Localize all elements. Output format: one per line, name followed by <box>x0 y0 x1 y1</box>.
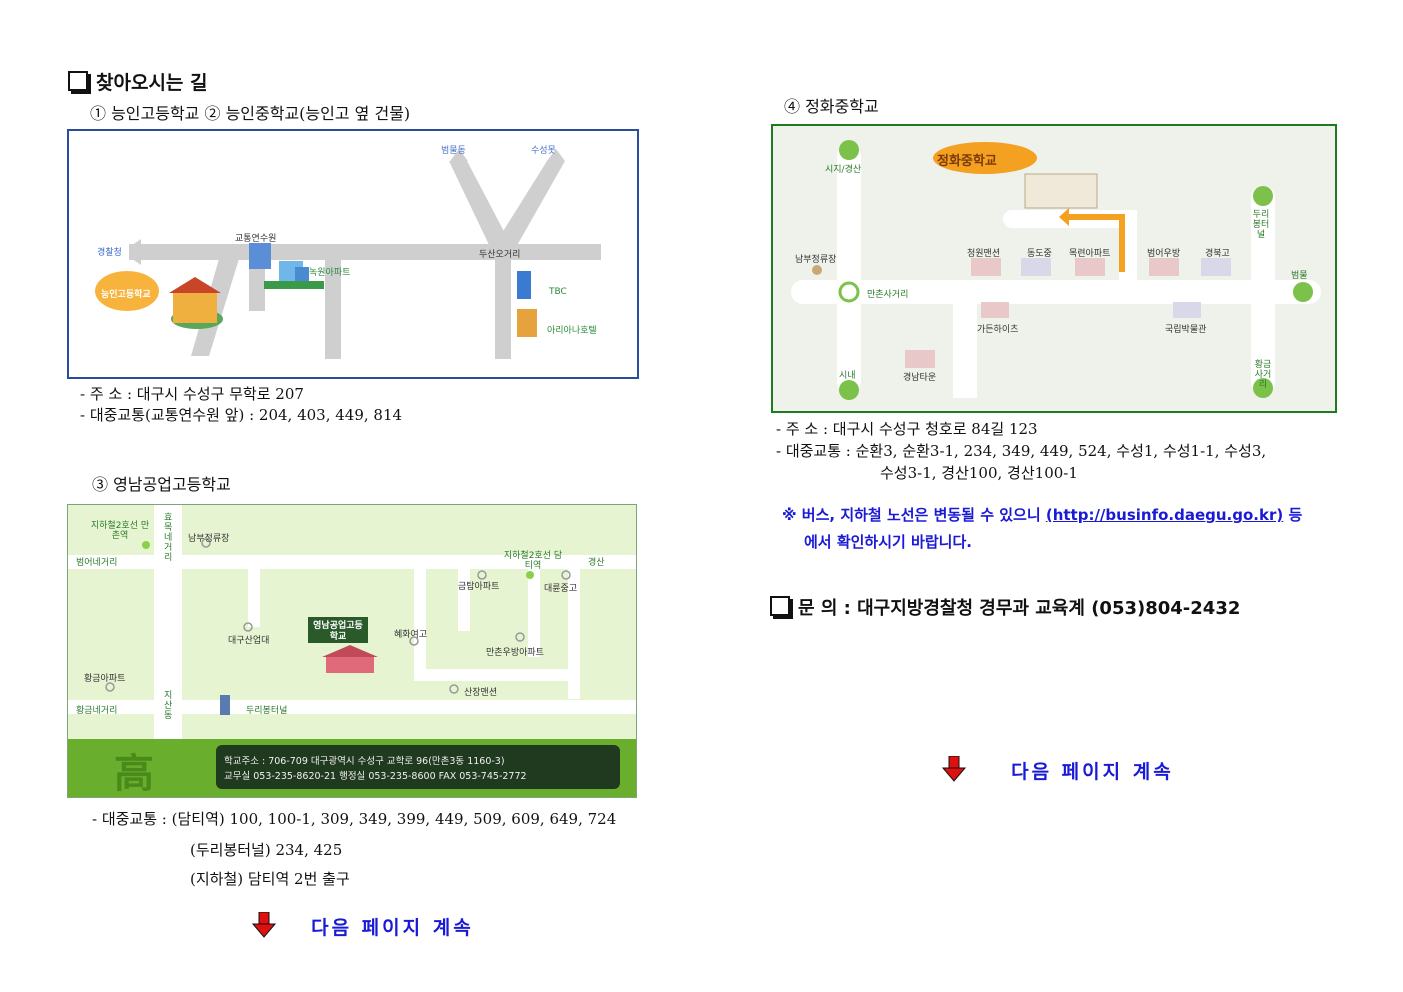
school-c-transit-1: - 대중교통 : 순환3, 순환3-1, 234, 349, 449, 524,… <box>776 442 1267 460</box>
map-label: 국립박물관 <box>1165 325 1207 335</box>
checkbox-square-icon <box>68 71 88 91</box>
inquiry: 문 의 : 대구지방경찰청 경무과 교육계 (053)804-2432 <box>770 594 1240 620</box>
school-b-transit-2: (두리봉터널) 234, 425 <box>190 841 343 859</box>
map-jeonghwa: 시지/경산 정화중학교 두리봉터널 남부정류장 청원맨션 동도중 목련아파트 범… <box>771 124 1337 413</box>
arrow-down-icon <box>252 912 276 938</box>
map-label: 범어우방 <box>1147 249 1181 259</box>
map-label: 아리아나호텔 <box>547 326 597 336</box>
map-jeonghwa-roads <box>773 126 1335 411</box>
continue-left: 다음 페이지 계속 <box>252 912 474 942</box>
map-label: 대구산업대 <box>228 636 270 646</box>
school-b-transit-1: - 대중교통 : (담티역) 100, 100-1, 309, 349, 399… <box>92 810 617 828</box>
notice-text-tail: 등 <box>1283 506 1303 524</box>
map-label: 경북고 <box>1205 249 1230 259</box>
school-a-transit: - 대중교통(교통연수원 앞) : 204, 403, 449, 814 <box>80 406 403 424</box>
map-label: 효목네거리 <box>164 513 173 563</box>
map-label: 시지/경산 <box>825 165 862 175</box>
map-label: 만촌사거리 <box>867 290 909 300</box>
school-a-caption: ① 능인고등학교 ② 능인중학교(능인고 옆 건물) <box>90 104 411 123</box>
school-c-caption: ④ 정화중학교 <box>784 97 879 116</box>
school-emblem: 高 <box>114 751 154 797</box>
map-label: 영남공업고등학교 <box>313 621 363 642</box>
map-label: 황금네거리 <box>76 706 118 716</box>
map-label: 시내 <box>839 371 856 381</box>
notice-text: ※ 버스, 지하철 노선은 변동될 수 있으니 <box>782 506 1046 524</box>
map-label: 경남타운 <box>903 373 937 383</box>
map-label: 금탑아파트 <box>458 582 500 592</box>
map-label: 두리봉터널 <box>1252 210 1270 240</box>
continue-right: 다음 페이지 계속 <box>942 756 1174 786</box>
map-footer-address: 학교주소 : 706-709 대구광역시 수성구 교학로 96(만촌3동 116… <box>224 756 505 767</box>
map-label: 범어네거리 <box>76 558 118 568</box>
school-a-address: - 주 소 : 대구시 수성구 무학로 207 <box>80 385 304 403</box>
inquiry-text: 문 의 : 대구지방경찰청 경무과 교육계 (053)804-2432 <box>798 598 1241 619</box>
checkbox-square-icon <box>770 596 790 616</box>
map-yeongnam: 지하철2호선 만촌역 효목네거리 남부정류장 범어네거리 지하철2호선 담티역 … <box>67 504 637 798</box>
map-label: 지하철2호선 담티역 <box>503 551 563 571</box>
map-label: 경찰청 <box>97 248 122 258</box>
school-c-transit-2: 수성3-1, 경산100, 경산100-1 <box>880 464 1078 482</box>
map-neungin-roads <box>95 149 601 359</box>
map-label: 황금아파트 <box>84 674 126 684</box>
map-label: 범물 <box>1291 271 1308 281</box>
map-label: 가든하이츠 <box>977 325 1019 335</box>
map-label: 정화중학교 <box>937 154 997 169</box>
continue-label: 다음 페이지 계속 <box>1011 761 1174 783</box>
map-label: 목련아파트 <box>1069 249 1111 259</box>
continue-label: 다음 페이지 계속 <box>311 917 474 939</box>
businfo-link[interactable]: (http://businfo.daegu.go.kr) <box>1045 506 1284 524</box>
notice-line-2: 에서 확인하시기 바랍니다. <box>804 533 972 551</box>
map-yeongnam-roads <box>68 505 636 797</box>
map-label: 지산동 <box>164 691 173 721</box>
map-label: 경산 <box>588 558 605 568</box>
section-title: 찾아오시는 길 <box>96 72 208 94</box>
map-label: 범물동 <box>441 146 466 156</box>
map-label: 남부정류장 <box>795 255 837 265</box>
school-b-caption: ③ 영남공업고등학교 <box>92 475 231 494</box>
map-label: 지하철2호선 만촌역 <box>90 521 150 541</box>
map-label: 두산오거리 <box>479 250 521 260</box>
map-label: 남부정류장 <box>188 534 230 544</box>
map-label: 청원맨션 <box>967 249 1001 259</box>
map-label: 두리봉터널 <box>246 706 288 716</box>
section-heading: 찾아오시는 길 <box>68 68 208 95</box>
map-label: TBC <box>549 287 567 297</box>
arrow-down-icon <box>942 756 966 782</box>
map-label: 교통연수원 <box>235 234 277 244</box>
map-label: 산장맨션 <box>464 688 498 698</box>
map-label: 수성못 <box>531 146 556 156</box>
map-footer-phone: 교무실 053-235-8620-21 행정실 053-235-8600 FAX… <box>224 771 527 782</box>
map-label: 만촌우방아파트 <box>486 648 544 658</box>
map-label: 혜화여고 <box>394 630 428 640</box>
map-label: 능인고등학교 <box>101 290 151 300</box>
map-label: 녹원아파트 <box>309 268 351 278</box>
map-label: 동도중 <box>1027 249 1052 259</box>
school-b-transit-3: (지하철) 담티역 2번 출구 <box>190 870 350 888</box>
map-label: 황금사거리 <box>1254 360 1272 390</box>
notice: ※ 버스, 지하철 노선은 변동될 수 있으니 (http://businfo.… <box>782 502 1302 556</box>
map-label: 대륜중고 <box>544 584 578 594</box>
map-neungin: 범물동 수성못 경찰청 교통연수원 두산오거리 녹원아파트 능인고등학교 TBC… <box>67 129 639 379</box>
school-c-address: - 주 소 : 대구시 수성구 청호로 84길 123 <box>776 420 1038 438</box>
